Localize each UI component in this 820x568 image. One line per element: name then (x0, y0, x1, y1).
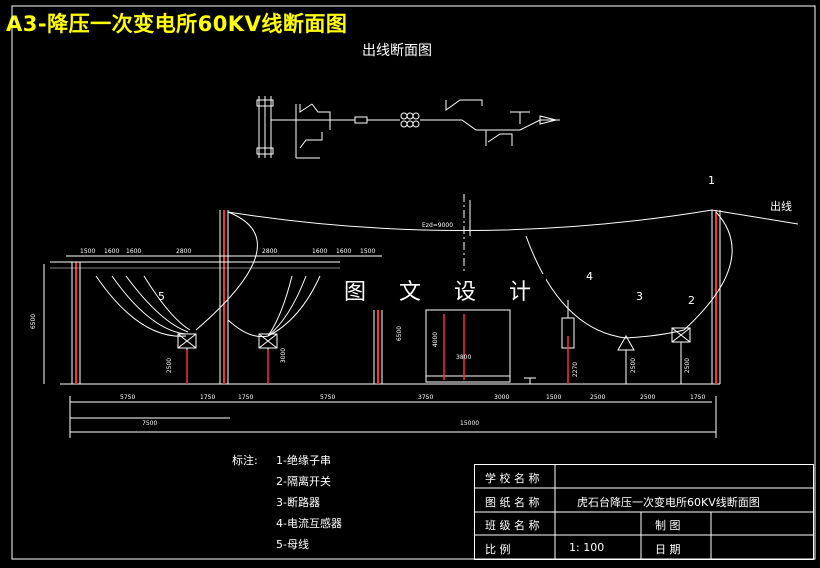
single-line-schematic (256, 96, 560, 159)
sheet-frame (11, 5, 816, 560)
sheet-title: A3-降压一次变电所60KV线断面图 (6, 12, 348, 36)
drawn-by-label: 制 图 (655, 519, 681, 532)
dim-bottom-7: 1500 (546, 394, 562, 401)
class-name-label: 班 级 名 称 (485, 519, 540, 532)
dim-bottom-6: 3000 (494, 394, 510, 401)
breaker-cabinet (425, 309, 511, 383)
dim-bottom-9: 2500 (640, 394, 656, 401)
overhead-conductor (227, 209, 799, 232)
date-label: 日 期 (655, 543, 681, 556)
dim-top-4: 2800 (176, 248, 192, 255)
dimension-lines (43, 255, 717, 438)
pole-outlines (71, 210, 721, 384)
callout-5: 5 (158, 290, 165, 303)
dim-bottom-1: 5750 (120, 394, 136, 401)
dim-bottom-4: 5750 (320, 394, 336, 401)
dim-bottom-2: 1750 (200, 394, 216, 401)
portal-poles (75, 210, 717, 384)
dim-vert-6: 3800 (456, 354, 472, 361)
legend-item-1: 1-绝缘子串 (276, 454, 331, 467)
legend-item-3: 3-断路器 (276, 496, 320, 509)
callout-1: 1 (708, 174, 715, 187)
legend-item-2: 2-隔离开关 (276, 475, 331, 488)
dim-sag: Ezd=9000 (422, 222, 454, 229)
title-block: 学 校 名 称 图 纸 名 称 虎石台降压一次变电所60KV线断面图 班 级 名… (474, 464, 814, 560)
legend-item-4: 4-电流互感器 (276, 517, 342, 530)
dim-vert-7: 2270 (572, 361, 580, 378)
watermark: 图 文 设 计 (342, 274, 546, 306)
callout-2: 2 (688, 294, 695, 307)
dim-bottom-5: 3750 (418, 394, 434, 401)
dim-total-1: 7500 (142, 420, 158, 427)
dim-top-6: 1600 (312, 248, 328, 255)
scale-value: 1: 100 (569, 541, 605, 554)
dim-vert-2: 2500 (166, 357, 174, 374)
dim-bottom-3: 1750 (238, 394, 254, 401)
callout-3: 3 (636, 290, 643, 303)
legend-item-5: 5-母线 (276, 538, 309, 551)
dim-vert-1: 6500 (30, 313, 38, 330)
dim-vert-3: 3000 (280, 347, 288, 364)
dim-top-5: 2800 (262, 248, 278, 255)
legend-title: 标注: (232, 454, 258, 467)
dim-bottom-10: 1750 (690, 394, 706, 401)
school-name-label: 学 校 名 称 (485, 472, 540, 485)
outgoing-line-label: 出线 (770, 200, 792, 213)
drawing-name-value: 虎石台降压一次变电所60KV线断面图 (577, 496, 760, 509)
drawing-subtitle: 出线断面图 (362, 43, 432, 59)
dim-top-1: 1500 (80, 248, 96, 255)
scale-label: 比 例 (485, 543, 511, 556)
dim-top-3: 1600 (126, 248, 142, 255)
dim-total-2: 15000 (460, 420, 480, 427)
dim-top-2: 1600 (104, 248, 120, 255)
callout-4: 4 (586, 270, 593, 283)
dim-top-7: 1600 (336, 248, 352, 255)
dim-bottom-8: 2500 (590, 394, 606, 401)
dim-vert-9: 2500 (684, 357, 692, 374)
dim-top-8: 1500 (360, 248, 376, 255)
dim-vert-4: 6500 (396, 325, 404, 342)
dim-vert-8: 2500 (630, 357, 638, 374)
dim-vert-5: 4000 (432, 331, 440, 348)
drawing-name-label: 图 纸 名 称 (485, 496, 540, 509)
